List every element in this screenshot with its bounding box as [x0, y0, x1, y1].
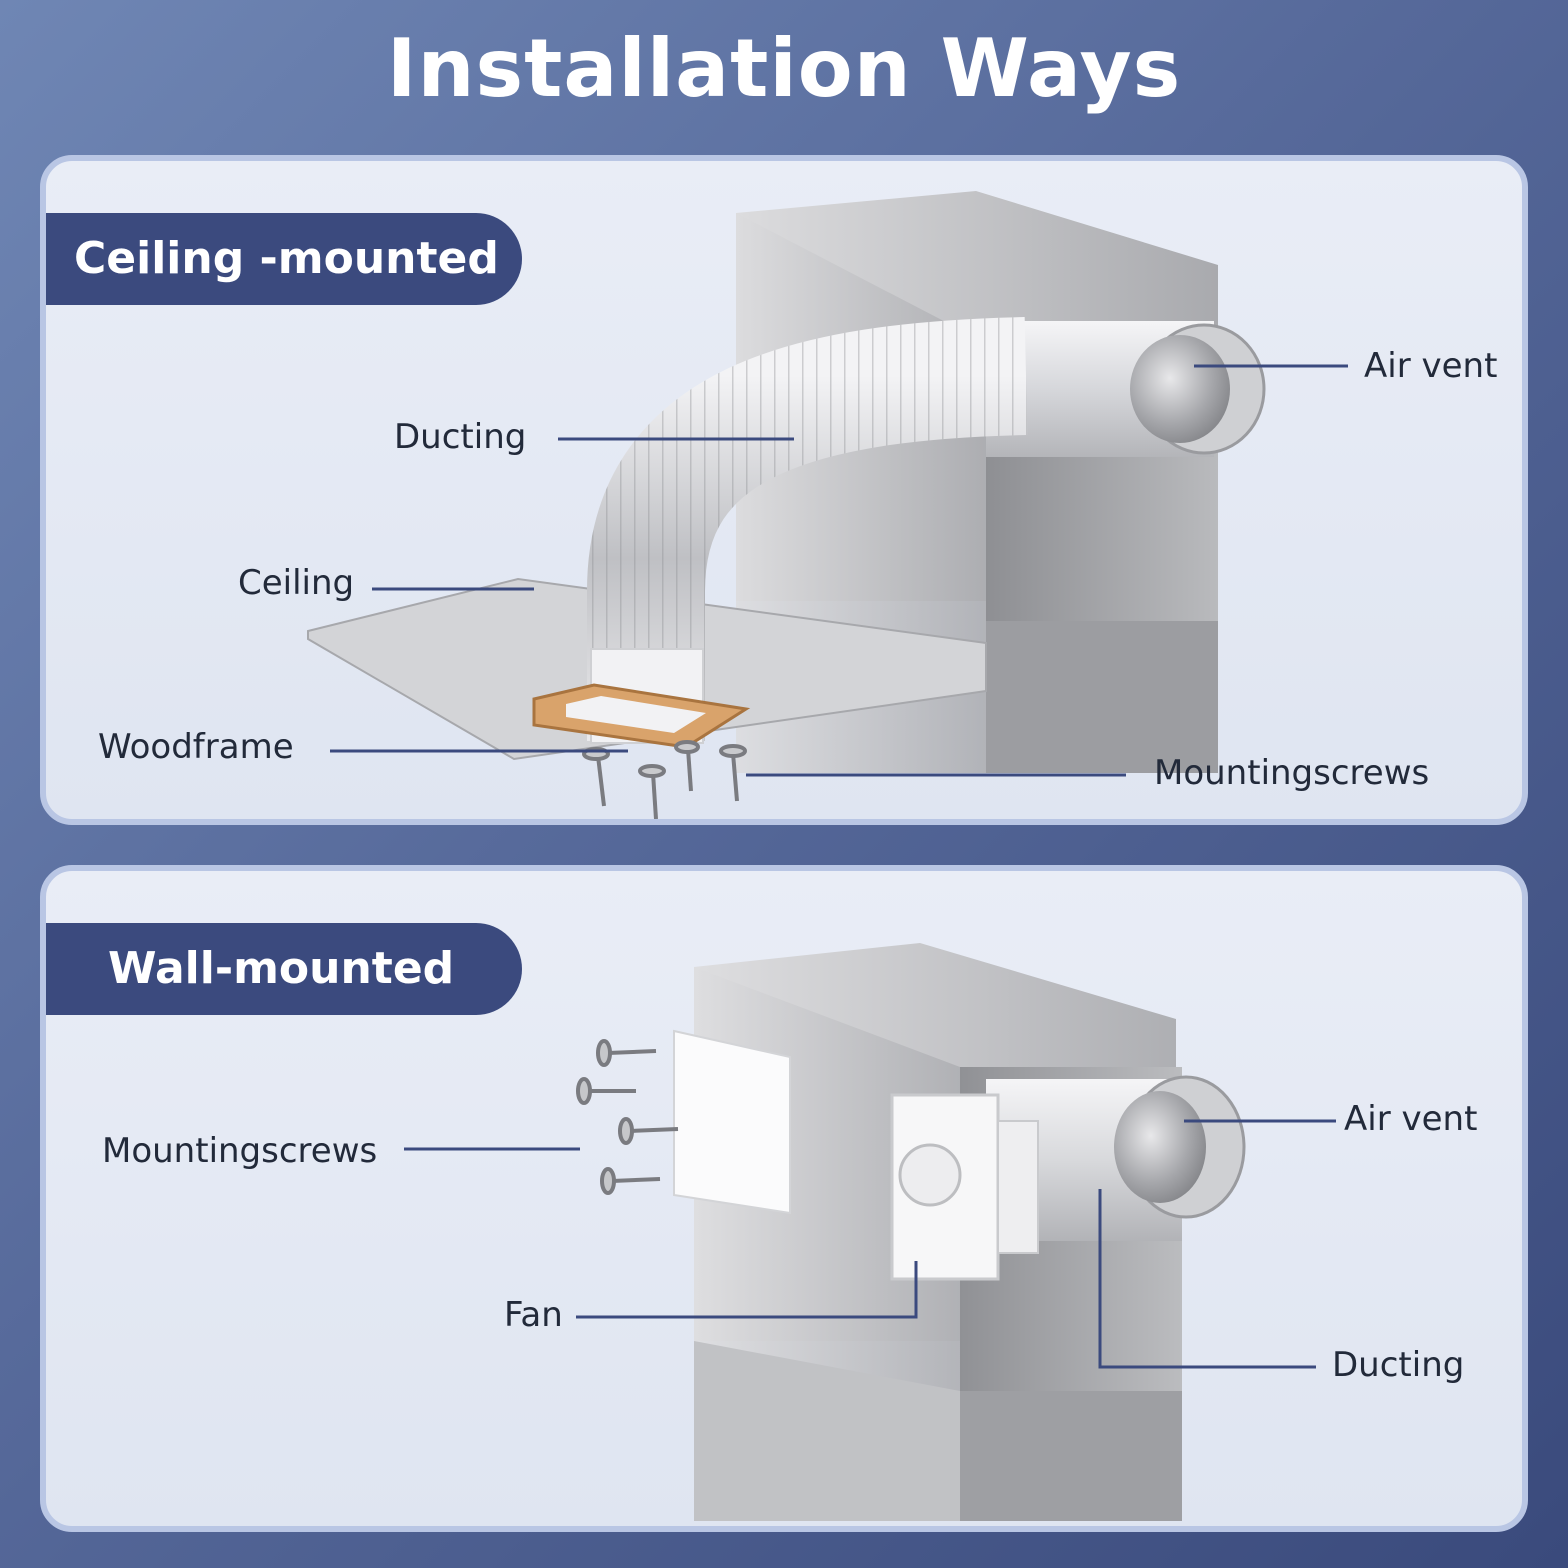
leader-ducting	[1098, 1189, 1316, 1369]
air-vent-cap	[1130, 335, 1230, 443]
label-air-vent: Air vent	[1364, 346, 1498, 386]
ceiling-diagram	[307, 191, 1348, 819]
air-vent-cap	[1114, 1091, 1206, 1203]
label-woodframe: Woodframe	[98, 727, 294, 767]
label-ducting: Ducting	[394, 417, 527, 457]
wall-block-lower	[986, 621, 1218, 773]
page-title: Installation Ways	[386, 22, 1182, 115]
label-ceiling: Ceiling	[238, 563, 355, 603]
cover-plate	[673, 1029, 791, 1215]
label-fan: Fan	[504, 1295, 563, 1335]
label-mounting-screws: Mountingscrews	[102, 1131, 378, 1171]
fan-grille	[898, 1143, 962, 1207]
ceiling-mounted-tag: Ceiling -mounted	[46, 213, 522, 305]
wall-mounted-panel: Wall-mounted Mountingscrews Air vent Fan…	[40, 865, 1528, 1532]
label-ducting: Ducting	[1332, 1345, 1465, 1385]
mounting-screws	[576, 1039, 679, 1195]
label-mounting-screws: Mountingscrews	[1154, 753, 1430, 793]
label-air-vent: Air vent	[1344, 1099, 1478, 1139]
wall-diagram	[404, 943, 1336, 1521]
ceiling-mounted-panel: Ceiling -mounted Air vent Ducting Ceilin…	[40, 155, 1528, 825]
mounting-screws	[582, 740, 747, 819]
wall-mounted-tag: Wall-mounted	[46, 923, 522, 1015]
leader-fan	[576, 1261, 918, 1319]
